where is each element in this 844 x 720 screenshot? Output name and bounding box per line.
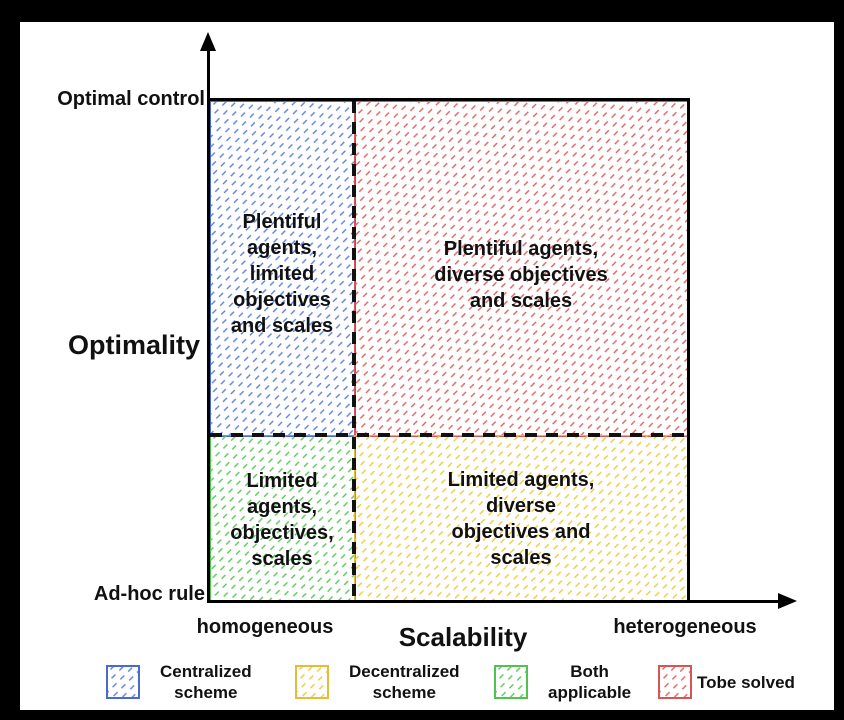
legend-swatch-tobe-solved-icon [658,665,692,699]
x-axis-left-tick-label: homogeneous [196,616,334,638]
quadrant-bottom-right-label: Limited agents, diverse objectives and s… [447,469,595,569]
legend-swatch-both-applicable-icon [494,665,528,699]
legend-label-decentralized: Decentralized scheme [349,662,460,702]
horizontal-dashed-divider [210,433,688,437]
legend-item-decentralized: Decentralized scheme [295,660,460,704]
quadrant-bottom-left-label: Limited agents, objectives, scales [230,470,334,570]
legend-label-tobe-solved: Tobe solved [697,672,795,692]
plot-top-border [209,98,690,101]
y-axis-top-tick-label: Optimal control [57,88,205,110]
quadrant-top-left-fill [210,101,356,437]
quadrant-top-right-label: Plentiful agents, diverse objectives and… [434,238,608,312]
legend-swatch-decentralized-icon [295,665,329,699]
y-axis-arrow-icon [200,32,216,51]
y-axis-line [207,48,210,603]
quadrant-top-right-fill [354,101,690,437]
y-axis-title: Optimality [67,330,201,360]
vertical-dashed-divider [352,101,356,602]
legend-item-tobe-solved: Tobe solved [658,660,795,704]
x-axis-line [208,600,782,603]
legend-swatch-centralized-icon [106,665,140,699]
y-axis-bottom-tick-label: Ad-hoc rule [93,583,205,605]
x-axis-right-tick-label: heterogeneous [613,616,757,638]
x-axis-title: Scalability [398,622,528,652]
plot-right-border [687,98,690,603]
legend-label-both-applicable: Both applicable [548,662,632,702]
quadrant-bottom-right-fill [354,435,690,603]
legend-item-centralized: Centralized scheme [106,660,252,704]
legend-label-centralized: Centralized scheme [160,662,252,702]
x-axis-arrow-icon [778,593,797,609]
quadrant-top-left-label: Plentiful agents, limited objectives and… [230,211,334,337]
legend-item-both-applicable: Both applicable [494,660,631,704]
